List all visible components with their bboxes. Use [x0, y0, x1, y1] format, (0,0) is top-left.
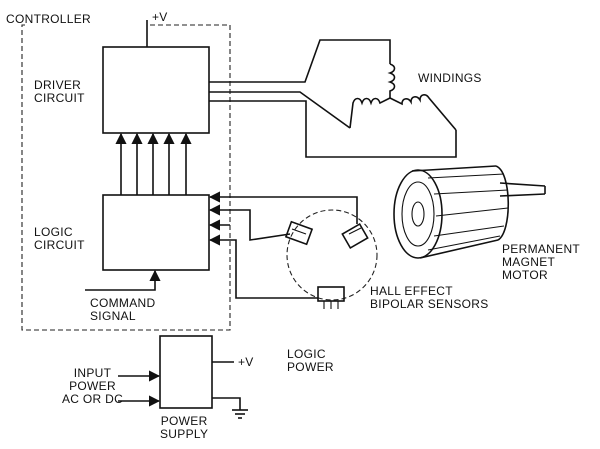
command-signal-arrow	[85, 269, 161, 291]
power-supply-label: POWER SUPPLY	[160, 414, 209, 441]
motor-label: PERMANENT MAGNET MOTOR	[502, 242, 581, 282]
input-power-label: INPUT POWER AC OR DC	[62, 366, 124, 406]
logic-to-driver-arrows	[115, 132, 192, 195]
controller-boundary	[21, 24, 231, 331]
ps-vplus-label: +V	[238, 355, 254, 369]
driver-circuit-label: DRIVER CIRCUIT	[34, 78, 85, 105]
power-supply-box	[159, 335, 213, 409]
vplus-top-label: +V	[152, 10, 168, 24]
driver-circuit-box	[102, 46, 210, 134]
motor-drawing	[393, 165, 546, 259]
hall-sensor-2	[341, 222, 369, 250]
controller-label: CONTROLLER	[6, 12, 92, 26]
windings-label: WINDINGS	[418, 71, 482, 85]
ground-symbol	[212, 397, 248, 419]
command-signal-label: COMMAND SIGNAL	[90, 296, 156, 323]
sensor-ring	[286, 209, 378, 301]
logic-circuit-label: LOGIC CIRCUIT	[34, 225, 85, 252]
logic-circuit-box	[102, 194, 210, 271]
driver-to-windings-wires	[209, 39, 457, 158]
sensor-feedback-wires	[208, 191, 358, 299]
hall-sensor-1	[284, 220, 314, 246]
hall-sensors-label: HALL EFFECT BIPOLAR SENSORS	[370, 284, 489, 311]
hall-sensor-3	[317, 286, 345, 309]
logic-power-label: LOGIC POWER	[287, 347, 334, 374]
windings-coils	[349, 63, 457, 131]
